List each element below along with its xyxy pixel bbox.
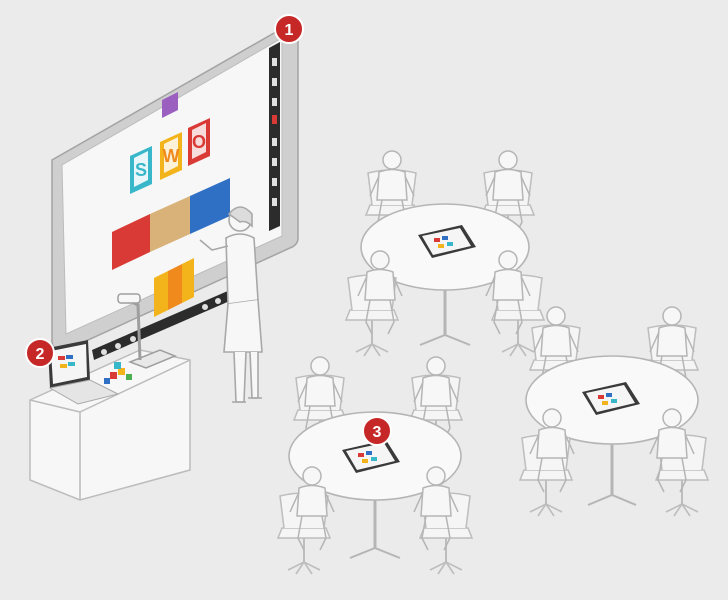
tile-letter-w: W [163, 146, 180, 166]
document-camera [117, 293, 177, 369]
marker-1: 1 [274, 14, 304, 44]
eraser-icon [272, 78, 277, 86]
bottom-toolbar-icons [101, 298, 221, 355]
tablet-bottom [342, 440, 400, 473]
whiteboard-side-toolbar [269, 42, 280, 231]
marker-2: 2 [25, 338, 55, 368]
undo-icon [272, 158, 277, 166]
tablet-top [418, 225, 476, 258]
color-blocks [112, 178, 230, 317]
redo-icon [272, 178, 277, 186]
home-icon [115, 343, 121, 349]
table-group-right [519, 306, 709, 517]
teacher-figure [199, 206, 263, 403]
brush-icon [272, 98, 277, 106]
shape-icon [272, 138, 277, 146]
toy-blocks [104, 362, 132, 384]
letter-tiles: S W O [130, 92, 210, 194]
laptop [48, 340, 120, 405]
camera-icon [101, 349, 107, 355]
marker-3-label: 3 [373, 424, 382, 441]
tablet-right [582, 382, 640, 415]
whiteboard-bottom-toolbar [92, 290, 232, 360]
marker-1-label: 1 [285, 22, 294, 39]
pen-icon [272, 58, 277, 66]
teacher-desk [29, 293, 191, 501]
highlighter-icon [272, 115, 277, 124]
tile-letter-o: O [192, 132, 206, 152]
table-group-bottom [277, 356, 473, 575]
marker-2-label: 2 [36, 346, 45, 363]
marker-3: 3 [362, 416, 392, 446]
trash-icon [272, 198, 277, 206]
interactive-whiteboard: S W O [51, 22, 299, 360]
side-toolbar-icons [272, 58, 277, 206]
table-group-top [345, 150, 545, 357]
tile-letter-s: S [135, 160, 147, 180]
